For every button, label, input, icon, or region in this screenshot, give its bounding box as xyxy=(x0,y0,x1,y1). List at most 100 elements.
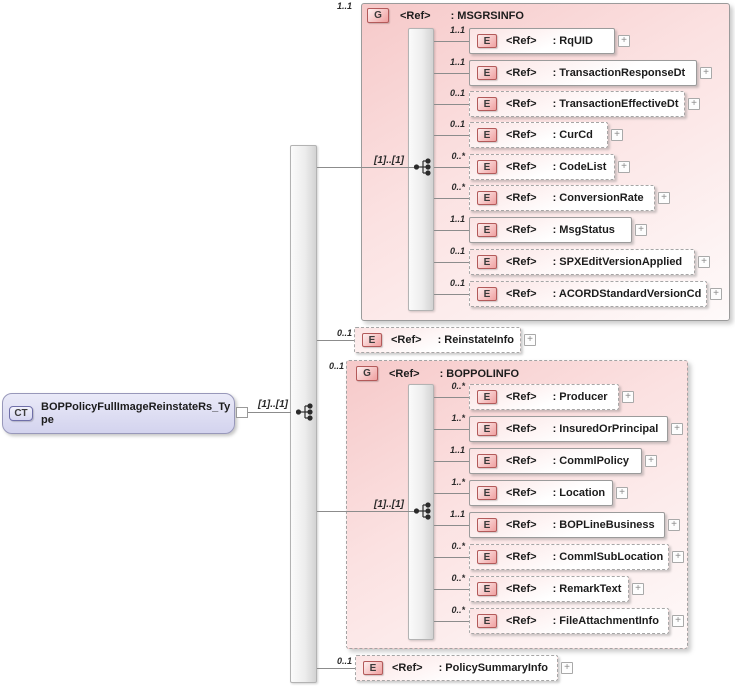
ref-label: <Ref> xyxy=(506,256,537,268)
element-spxeditversionapplied[interactable]: E <Ref> : SPXEditVersionApplied xyxy=(469,249,695,275)
element-boplinebusiness[interactable]: E <Ref> : BOPLineBusiness xyxy=(469,512,665,538)
cardinality-label: 0..* xyxy=(451,381,465,391)
main-sequence-bar xyxy=(290,145,317,683)
sequence-icon[interactable] xyxy=(414,158,432,176)
ref-label: <Ref> xyxy=(506,455,537,467)
group-name: : BOPPOLINFO xyxy=(439,367,520,380)
element-rquid[interactable]: E <Ref> : RqUID xyxy=(469,28,615,54)
element-badge-icon: E xyxy=(477,97,497,111)
element-badge-icon: E xyxy=(477,582,497,596)
element-commlpolicy[interactable]: E <Ref> : CommlPolicy xyxy=(469,448,642,474)
element-badge-icon: E xyxy=(477,550,497,564)
expand-icon[interactable]: + xyxy=(710,288,722,300)
expand-icon[interactable]: + xyxy=(700,67,712,79)
expand-icon[interactable]: + xyxy=(645,455,657,467)
element-name: : Location xyxy=(552,487,606,499)
element-name: : TransactionResponseDt xyxy=(552,67,686,79)
element-policysummaryinfo[interactable]: E <Ref> : PolicySummaryInfo xyxy=(355,655,558,681)
element-badge-icon: E xyxy=(477,518,497,532)
cardinality-label: 0..1 xyxy=(328,361,344,371)
element-badge-icon: E xyxy=(477,34,497,48)
element-curcd[interactable]: E <Ref> : CurCd xyxy=(469,122,608,148)
element-fileattachmentinfo[interactable]: E <Ref> : FileAttachmentInfo xyxy=(469,608,669,634)
element-name: : TransactionEffectiveDt xyxy=(552,98,679,110)
expand-icon[interactable]: + xyxy=(611,129,623,141)
cardinality-label: 0..* xyxy=(451,605,465,615)
expand-icon[interactable]: + xyxy=(658,192,670,204)
element-acordstandardversioncd[interactable]: E <Ref> : ACORDStandardVersionCd xyxy=(469,281,707,307)
element-name: : SPXEditVersionApplied xyxy=(552,256,683,268)
element-name: : RemarkText xyxy=(552,583,622,595)
element-reinstateinfo[interactable]: E <Ref> : ReinstateInfo xyxy=(354,327,521,353)
ref-label: <Ref> xyxy=(389,367,420,380)
root-complextype-node[interactable]: CT BOPPolicyFullImageReinstateRs_Type xyxy=(2,393,235,434)
element-commlsublocation[interactable]: E <Ref> : CommlSubLocation xyxy=(469,544,669,570)
expand-icon[interactable]: + xyxy=(698,256,710,268)
ref-label: <Ref> xyxy=(506,129,537,141)
ref-label: <Ref> xyxy=(506,583,537,595)
expand-icon[interactable]: + xyxy=(671,423,683,435)
expand-icon[interactable]: + xyxy=(618,161,630,173)
root-content-cardinality: [1]..[1] xyxy=(258,399,288,410)
msgrsinfo-sequence-bar xyxy=(408,28,434,311)
element-remarktext[interactable]: E <Ref> : RemarkText xyxy=(469,576,629,602)
root-collapse-handle[interactable] xyxy=(236,407,248,418)
element-badge-icon: E xyxy=(477,191,497,205)
sequence-icon[interactable] xyxy=(296,403,314,421)
expand-icon[interactable]: + xyxy=(561,662,573,674)
group-boppolinfo-header[interactable]: G <Ref> : BOPPOLINFO xyxy=(356,366,519,381)
expand-icon[interactable]: + xyxy=(672,615,684,627)
cardinality-label: 1..1 xyxy=(449,214,465,224)
element-badge-icon: E xyxy=(362,333,382,347)
cardinality-label: 0..* xyxy=(451,182,465,192)
element-name: : CurCd xyxy=(552,129,593,141)
cardinality-label: 0..1 xyxy=(336,656,352,666)
cardinality-label: 0..* xyxy=(451,541,465,551)
element-badge-icon: E xyxy=(477,223,497,237)
element-codelist[interactable]: E <Ref> : CodeList xyxy=(469,154,615,180)
ref-label: <Ref> xyxy=(506,519,537,531)
element-transactionresponsedt[interactable]: E <Ref> : TransactionResponseDt xyxy=(469,60,697,86)
element-insuredorprincipal[interactable]: E <Ref> : InsuredOrPrincipal xyxy=(469,416,668,442)
sequence-icon[interactable] xyxy=(414,502,432,520)
element-name: : CodeList xyxy=(552,161,607,173)
ref-label: <Ref> xyxy=(506,35,537,47)
element-msgstatus[interactable]: E <Ref> : MsgStatus xyxy=(469,217,632,243)
element-name: : ACORDStandardVersionCd xyxy=(552,288,702,300)
group-badge-icon: G xyxy=(367,8,389,23)
ref-label: <Ref> xyxy=(506,615,537,627)
element-badge-icon: E xyxy=(477,486,497,500)
group-msgrsinfo-header[interactable]: G <Ref> : MSGRSINFO xyxy=(367,8,524,23)
element-badge-icon: E xyxy=(477,422,497,436)
element-location[interactable]: E <Ref> : Location xyxy=(469,480,613,506)
expand-icon[interactable]: + xyxy=(672,551,684,563)
element-producer[interactable]: E <Ref> : Producer xyxy=(469,384,619,410)
element-badge-icon: E xyxy=(477,255,497,269)
cardinality-label: 0..1 xyxy=(336,328,352,338)
cardinality-label: 1..1 xyxy=(449,445,465,455)
cardinality-label: 1..1 xyxy=(449,25,465,35)
element-name: : ReinstateInfo xyxy=(437,334,514,346)
element-transactioneffectivedt[interactable]: E <Ref> : TransactionEffectiveDt xyxy=(469,91,685,117)
expand-icon[interactable]: + xyxy=(635,224,647,236)
element-name: : CommlSubLocation xyxy=(552,551,664,563)
expand-icon[interactable]: + xyxy=(618,35,630,47)
element-badge-icon: E xyxy=(477,66,497,80)
element-name: : BOPLineBusiness xyxy=(552,519,655,531)
expand-icon[interactable]: + xyxy=(632,583,644,595)
expand-icon[interactable]: + xyxy=(524,334,536,346)
cardinality-label: 1..1 xyxy=(449,509,465,519)
ref-label: <Ref> xyxy=(506,288,537,300)
expand-icon[interactable]: + xyxy=(616,487,628,499)
group-name: : MSGRSINFO xyxy=(450,9,524,22)
complextype-badge-icon: CT xyxy=(9,406,33,421)
element-conversionrate[interactable]: E <Ref> : ConversionRate xyxy=(469,185,655,211)
element-name: : MsgStatus xyxy=(552,224,615,236)
expand-icon[interactable]: + xyxy=(668,519,680,531)
element-name: : PolicySummaryInfo xyxy=(438,662,548,674)
element-badge-icon: E xyxy=(477,160,497,174)
expand-icon[interactable]: + xyxy=(688,98,700,110)
expand-icon[interactable]: + xyxy=(622,391,634,403)
